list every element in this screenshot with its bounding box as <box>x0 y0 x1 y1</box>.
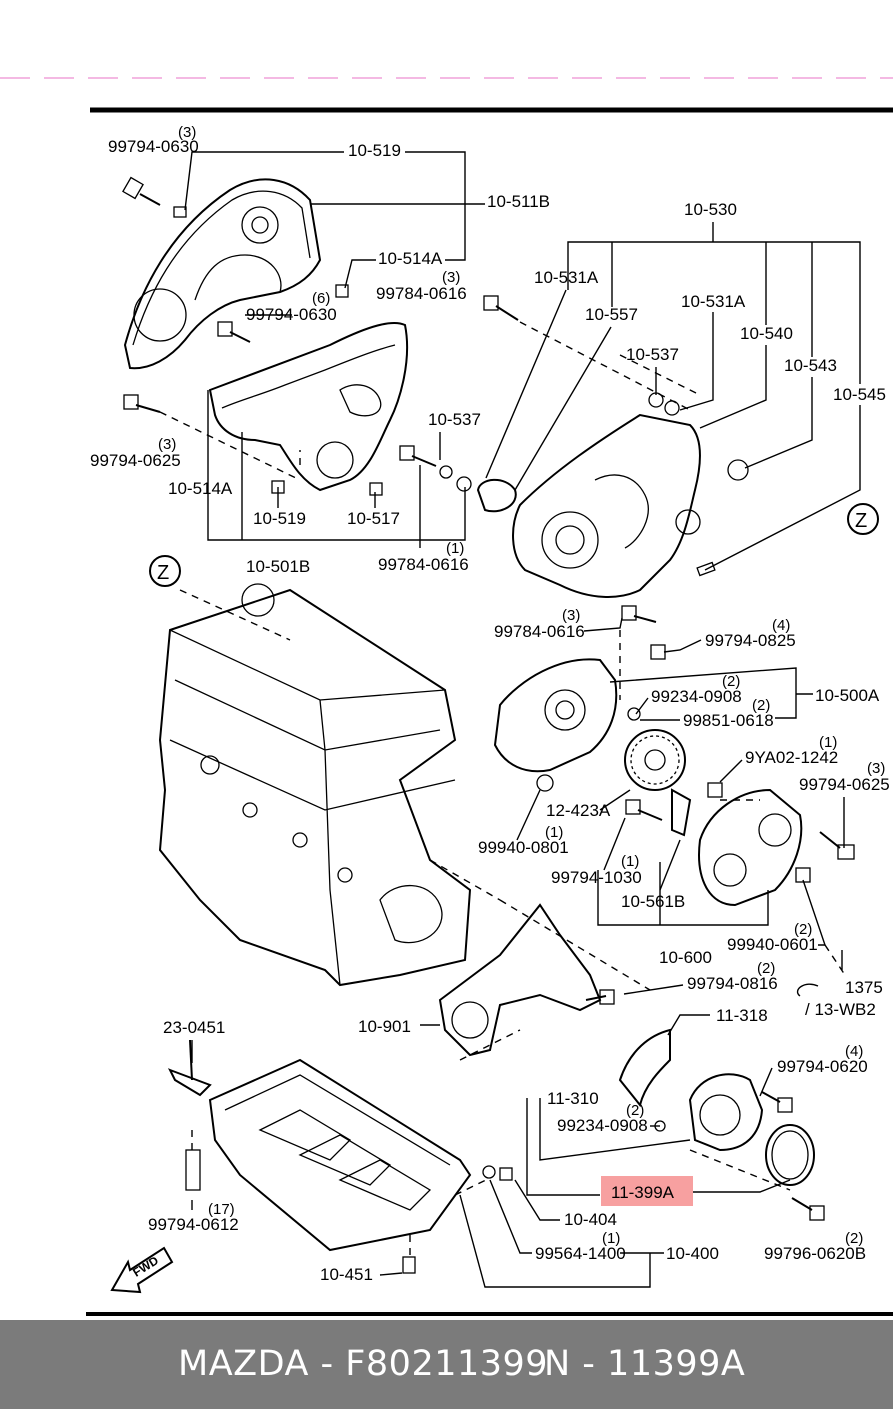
quantity-label: (2) <box>757 960 775 977</box>
fwd-label: FWD <box>130 1253 161 1280</box>
part-label-99851-0618: 99851-0618 <box>683 711 774 730</box>
quantity-label: (2) <box>752 697 770 714</box>
part-label-10-517: 10-517 <box>347 509 400 528</box>
part-label-10-500a: 10-500A <box>815 686 880 705</box>
quantity-label: (6) <box>312 290 330 307</box>
part-label-10-451: 10-451 <box>320 1265 373 1284</box>
part-label-10-537: 10-537 <box>428 410 481 429</box>
part-label-10-501b: 10-501B <box>246 557 310 576</box>
part-label-99794-0612: 99794-0612 <box>148 1215 239 1234</box>
part-label-10-400: 10-400 <box>666 1244 719 1263</box>
callout-z-right-label: Z <box>855 510 867 532</box>
part-label-99794-0620: 99794-0620 <box>777 1057 868 1076</box>
quantity-label: (3) <box>442 269 460 286</box>
gear <box>624 729 723 837</box>
part-label-10-531a: 10-531A <box>534 268 599 287</box>
part-label-10-901: 10-901 <box>358 1017 411 1036</box>
quantity-label: (4) <box>772 617 790 634</box>
part-label-10-537: 10-537 <box>626 345 679 364</box>
part-label-99564-1400: 99564-1400 <box>535 1244 626 1263</box>
callout-z-left: Z <box>149 555 181 587</box>
quantity-labels: (3) (3) (6) (3) (1) (3) (4) (2) (2) (1) (3) (1) (1) (… <box>158 124 885 1247</box>
highlight-box <box>601 1176 693 1206</box>
part-label-10-561b: 10-561B <box>621 892 685 911</box>
rear-seal <box>654 1073 825 1221</box>
part-label-9ya02-1242: 9YA02-1242 <box>745 748 838 767</box>
oil-pump <box>493 605 666 792</box>
quantity-label: (1) <box>602 1230 620 1247</box>
part-label-99794-1030: 99794-1030 <box>551 868 642 887</box>
leader-lines <box>184 151 861 1288</box>
part-label-99940-0601: 99940-0601 <box>727 935 818 954</box>
gasket <box>438 903 671 1108</box>
part-label-99940-0801: 99940-0801 <box>478 838 569 857</box>
upper-bolts <box>122 176 519 496</box>
part-label-12-423a: 12-423A <box>546 801 611 820</box>
part-label-10-545: 10-545 <box>833 385 886 404</box>
part-label-99794-0625: 99794-0625 <box>90 451 181 470</box>
part-label-10-519: 10-519 <box>253 509 306 528</box>
part-label-13-wb2: / 13-WB2 <box>805 1000 876 1019</box>
part-label-10-543: 10-543 <box>784 356 837 375</box>
callout-z-left-label: Z <box>157 562 169 584</box>
quantity-label: (1) <box>621 853 639 870</box>
part-label-99784-0616: 99784-0616 <box>494 622 585 641</box>
part-label-10-511b: 10-511B <box>487 192 550 211</box>
part-label-11-399a: 11-399A <box>611 1183 675 1202</box>
part-label-10-530: 10-530 <box>684 200 737 219</box>
part-label-99794-0625: 99794-0625 <box>799 775 890 794</box>
rear-housing <box>698 788 855 907</box>
part-label-10-514a: 10-514A <box>168 479 233 498</box>
lower-timing-cover <box>208 321 409 492</box>
part-label-99794-0816: 99794-0816 <box>687 974 778 993</box>
part-label-99794-0630: 99794-0630 <box>246 305 337 324</box>
quantity-label: (2) <box>845 1230 863 1247</box>
quantity-label: (3) <box>158 436 176 453</box>
quantity-label: (17) <box>208 1201 235 1218</box>
quantity-label: (1) <box>545 824 563 841</box>
part-label-99784-0616: 99784-0616 <box>376 284 467 303</box>
part-label-1375: 1375 <box>845 978 883 997</box>
part-label-23-0451: 23-0451 <box>163 1018 225 1037</box>
part-label-10-540: 10-540 <box>740 324 793 343</box>
part-label-11-318: 11-318 <box>716 1006 768 1025</box>
upper-timing-cover <box>123 178 322 370</box>
engine-block <box>158 583 472 987</box>
quantity-label: (2) <box>626 1102 644 1119</box>
part-label-10-404: 10-404 <box>564 1210 617 1229</box>
part-label-99794-0825: 99794-0825 <box>705 631 796 650</box>
quantity-label: (1) <box>446 540 464 557</box>
part-label-10-531a: 10-531A <box>681 292 746 311</box>
part-label-99234-0908: 99234-0908 <box>651 687 742 706</box>
quantity-label: (3) <box>178 124 196 141</box>
part-label-10-514a: 10-514A <box>378 249 443 268</box>
footer-bar: MAZDA - F80211399 N - 11399A <box>0 1320 893 1409</box>
part-label-99794-0630: 99794-0630 <box>108 137 199 156</box>
part-label-99784-0616: 99784-0616 <box>378 555 469 574</box>
quantity-label: (3) <box>867 760 885 777</box>
quantity-label: (4) <box>845 1043 863 1060</box>
callout-z-right: Z <box>847 503 879 535</box>
part-label-10-557: 10-557 <box>585 305 638 324</box>
footer-part-number: MAZDA - F80211399 <box>178 1344 549 1384</box>
part-labels: 99794-0630 10-519 10-511B 10-514A 99784-0616… <box>90 137 890 1284</box>
fwd-arrow-icon: FWD <box>110 1246 174 1294</box>
quantity-label: (3) <box>562 607 580 624</box>
quantity-label: (2) <box>722 673 740 690</box>
oil-pan <box>167 1039 513 1274</box>
parts-diagram: FWD Z Z <box>0 77 893 1316</box>
part-label-99234-0908: 99234-0908 <box>557 1116 648 1135</box>
part-label-11-310: 11-310 <box>547 1089 599 1108</box>
footer-catalog-number: N - 11399A <box>544 1344 746 1384</box>
quantity-label: (2) <box>794 921 812 938</box>
part-label-10-600: 10-600 <box>659 948 712 967</box>
part-label-99796-0620b: 99796-0620B <box>764 1244 866 1263</box>
part-label-10-519: 10-519 <box>348 141 401 160</box>
front-housing <box>476 392 749 598</box>
quantity-label: (1) <box>819 734 837 751</box>
dashed-lines <box>159 321 846 1255</box>
